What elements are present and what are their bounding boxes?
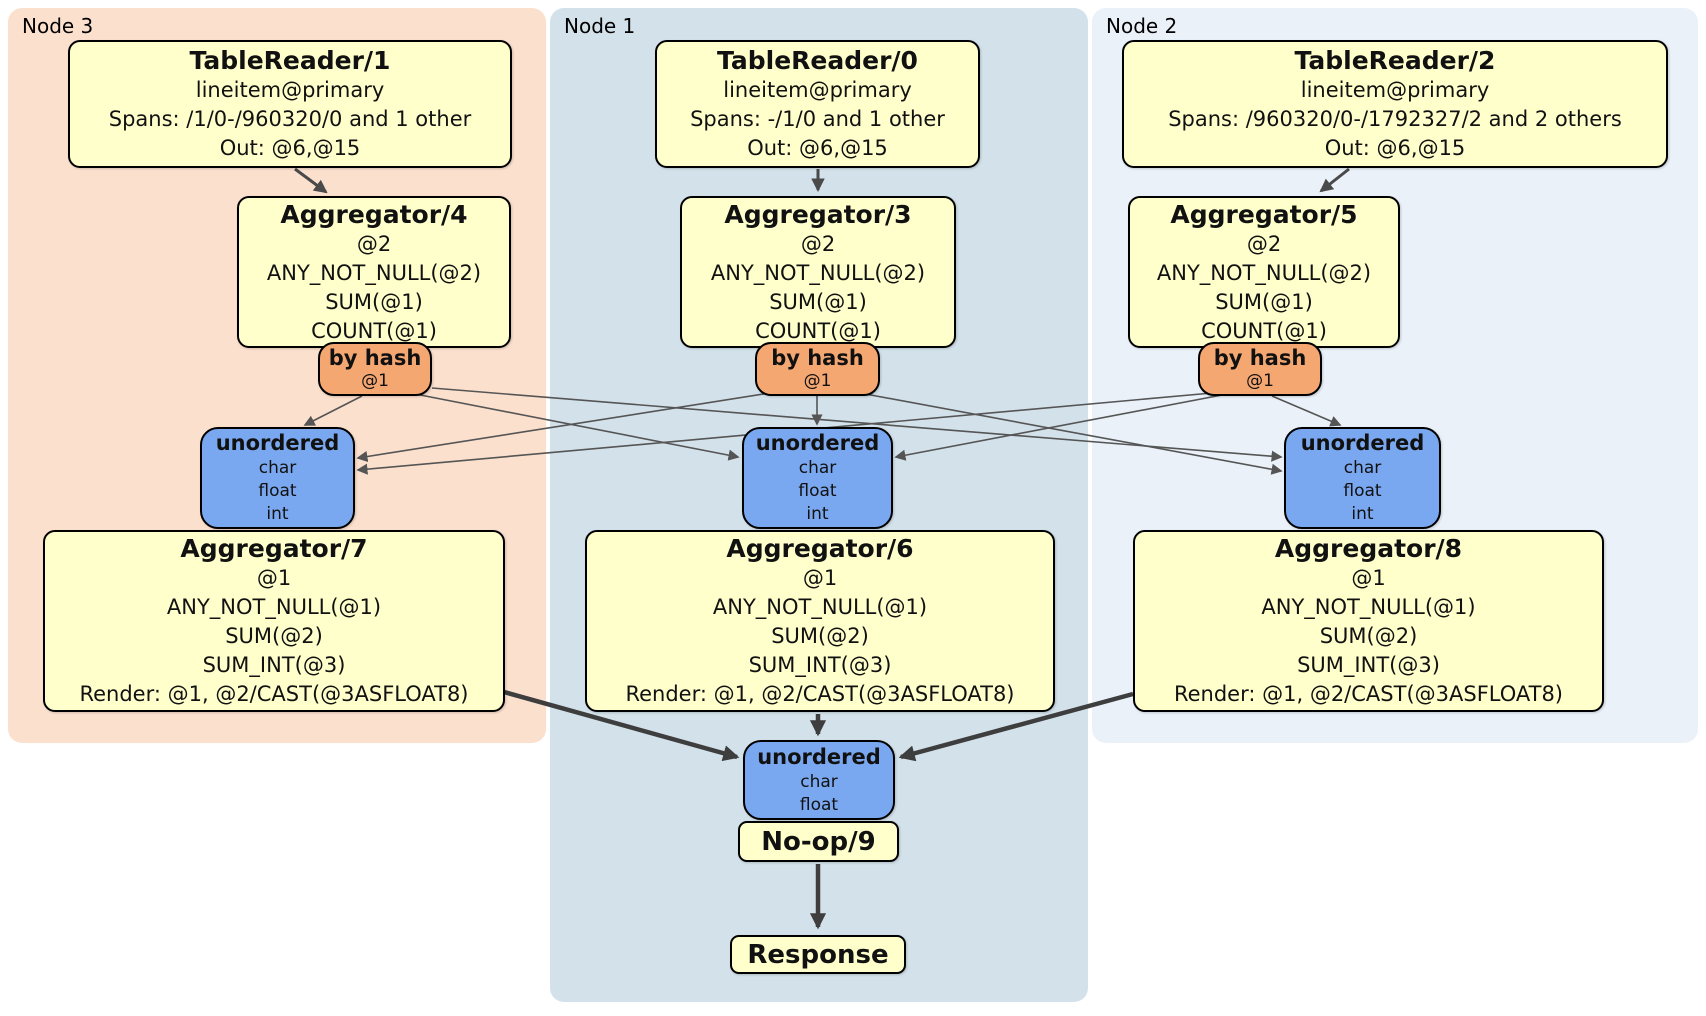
router-title: by hash <box>328 346 422 370</box>
by-hash-router-node2: by hash @1 <box>1198 342 1322 396</box>
box-line: ANY_NOT_NULL(@1) <box>1261 595 1476 619</box>
sync-type: int <box>266 504 289 524</box>
panel-node-2-label: Node 2 <box>1106 14 1178 38</box>
box-line: SUM_INT(@3) <box>748 653 892 677</box>
router-key: @1 <box>1246 371 1274 391</box>
sync-type: char <box>800 771 838 792</box>
box-line: SUM(@2) <box>771 624 869 648</box>
aggregator-3-box: Aggregator/3 @2 ANY_NOT_NULL(@2) SUM(@1)… <box>680 196 956 348</box>
box-line: Render: @1, @2/CAST(@3ASFLOAT8) <box>1173 682 1564 706</box>
by-hash-router-node1: by hash @1 <box>755 342 880 396</box>
box-line: SUM(@2) <box>225 624 323 648</box>
box-title: Aggregator/8 <box>1274 534 1463 563</box>
sync-type: float <box>798 481 837 501</box>
box-line: SUM(@2) <box>1319 624 1418 648</box>
box-title: Response <box>747 939 889 970</box>
sync-title: unordered <box>757 744 881 769</box>
box-line: @1 <box>1351 566 1386 590</box>
noop-box: No-op/9 <box>738 821 899 862</box>
box-line: SUM(@1) <box>1215 289 1313 314</box>
sync-type: char <box>258 458 297 478</box>
box-title: No-op/9 <box>761 826 876 857</box>
sync-type: int <box>1351 504 1374 524</box>
box-line: Out: @6,@15 <box>1324 136 1466 160</box>
aggregator-8-box: Aggregator/8 @1 ANY_NOT_NULL(@1) SUM(@2)… <box>1133 530 1604 712</box>
box-title: Aggregator/7 <box>180 534 368 563</box>
aggregator-7-box: Aggregator/7 @1 ANY_NOT_NULL(@1) SUM(@2)… <box>43 530 505 712</box>
tablereader-2-box: TableReader/2 lineitem@primary Spans: /9… <box>1122 40 1668 168</box>
by-hash-router-node3: by hash @1 <box>318 342 432 396</box>
response-box: Response <box>730 935 906 974</box>
box-line: SUM(@1) <box>769 289 867 314</box>
unordered-merge-sync: unordered char float <box>743 740 895 820</box>
box-line: SUM(@1) <box>325 289 423 314</box>
box-line: COUNT(@1) <box>311 318 437 343</box>
box-line: Render: @1, @2/CAST(@3ASFLOAT8) <box>79 682 469 706</box>
box-line: ANY_NOT_NULL(@2) <box>1156 260 1372 285</box>
box-line: Spans: /1/0-/960320/0 and 1 other <box>108 107 472 131</box>
sync-type: char <box>1343 458 1382 478</box>
box-line: Out: @6,@15 <box>747 136 888 160</box>
box-line: @2 <box>800 231 836 256</box>
box-title: Aggregator/5 <box>1170 199 1358 229</box>
router-title: by hash <box>1213 346 1307 370</box>
box-line: SUM_INT(@3) <box>202 653 346 677</box>
router-key: @1 <box>361 371 389 391</box>
box-line: @1 <box>802 566 838 590</box>
unordered-sync-node1: unordered char float int <box>742 427 893 529</box>
box-line: ANY_NOT_NULL(@2) <box>266 260 482 285</box>
panel-node-1-label: Node 1 <box>564 14 636 38</box>
box-line: lineitem@primary <box>195 78 385 102</box>
box-line: SUM_INT(@3) <box>1297 653 1440 677</box>
box-title: Aggregator/6 <box>726 534 914 563</box>
box-line: Spans: -/1/0 and 1 other <box>690 107 945 131</box>
box-line: lineitem@primary <box>1300 78 1490 102</box>
sync-type: float <box>799 794 839 815</box>
box-line: lineitem@primary <box>723 78 912 102</box>
panel-node-3-label: Node 3 <box>22 14 94 38</box>
tablereader-1-box: TableReader/1 lineitem@primary Spans: /1… <box>68 40 512 168</box>
box-title: TableReader/1 <box>189 46 391 75</box>
box-title: Aggregator/4 <box>280 199 468 229</box>
box-line: @2 <box>1246 231 1282 256</box>
box-line: Spans: /960320/0-/1792327/2 and 2 others <box>1168 107 1622 131</box>
sync-title: unordered <box>1300 431 1425 455</box>
box-line: Out: @6,@15 <box>219 136 361 160</box>
sync-title: unordered <box>755 431 880 455</box>
sync-title: unordered <box>215 431 340 455</box>
unordered-sync-node2: unordered char float int <box>1284 427 1441 529</box>
box-line: ANY_NOT_NULL(@1) <box>712 595 928 619</box>
box-line: ANY_NOT_NULL(@1) <box>166 595 382 619</box>
box-title: TableReader/2 <box>1294 46 1496 75</box>
unordered-sync-node3: unordered char float int <box>200 427 355 529</box>
aggregator-4-box: Aggregator/4 @2 ANY_NOT_NULL(@2) SUM(@1)… <box>237 196 511 348</box>
box-title: Aggregator/3 <box>724 199 912 229</box>
sync-type: int <box>806 504 829 524</box>
aggregator-6-box: Aggregator/6 @1 ANY_NOT_NULL(@1) SUM(@2)… <box>585 530 1055 712</box>
router-title: by hash <box>771 346 864 370</box>
tablereader-0-box: TableReader/0 lineitem@primary Spans: -/… <box>655 40 980 168</box>
box-line: Render: @1, @2/CAST(@3ASFLOAT8) <box>625 682 1015 706</box>
box-line: @2 <box>356 231 392 256</box>
router-key: @1 <box>803 371 832 391</box>
box-line: COUNT(@1) <box>1201 318 1327 343</box>
box-line: ANY_NOT_NULL(@2) <box>710 260 926 285</box>
sync-type: char <box>798 458 837 478</box>
aggregator-5-box: Aggregator/5 @2 ANY_NOT_NULL(@2) SUM(@1)… <box>1128 196 1400 348</box>
box-title: TableReader/0 <box>717 46 918 75</box>
sync-type: float <box>1343 481 1382 501</box>
sync-type: float <box>258 481 297 501</box>
box-line: COUNT(@1) <box>755 318 881 343</box>
box-line: @1 <box>256 566 292 590</box>
